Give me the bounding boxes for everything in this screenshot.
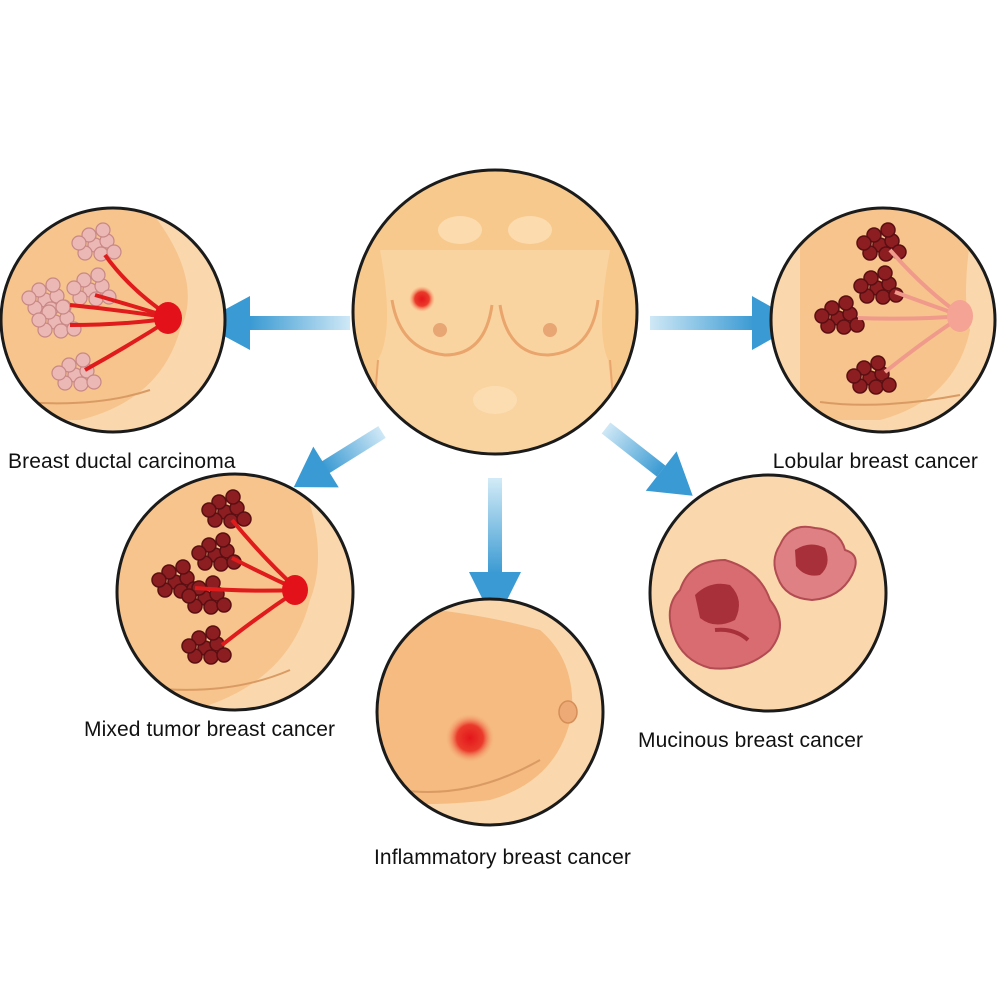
label-ductal-carcinoma: Breast ductal carcinoma bbox=[8, 450, 236, 473]
torso-circle bbox=[351, 168, 639, 456]
lobular-cancer-circle bbox=[769, 206, 997, 434]
label-lobular-cancer: Lobular breast cancer bbox=[772, 450, 978, 473]
ductal-carcinoma-circle bbox=[0, 206, 227, 434]
label-mucinous-cancer: Mucinous breast cancer bbox=[638, 729, 864, 752]
mixed-tumor-circle bbox=[115, 472, 355, 712]
tumor-marker bbox=[409, 286, 435, 312]
arrow-to-mixed bbox=[293, 426, 386, 488]
inflammatory-circle bbox=[375, 597, 605, 827]
mucinous-circle bbox=[648, 473, 888, 713]
inflammation-spot bbox=[446, 714, 494, 762]
arrow-to-mucinous bbox=[601, 422, 693, 496]
label-inflammatory-cancer: Inflammatory breast cancer bbox=[374, 846, 632, 869]
label-mixed-tumor: Mixed tumor breast cancer bbox=[84, 718, 336, 741]
